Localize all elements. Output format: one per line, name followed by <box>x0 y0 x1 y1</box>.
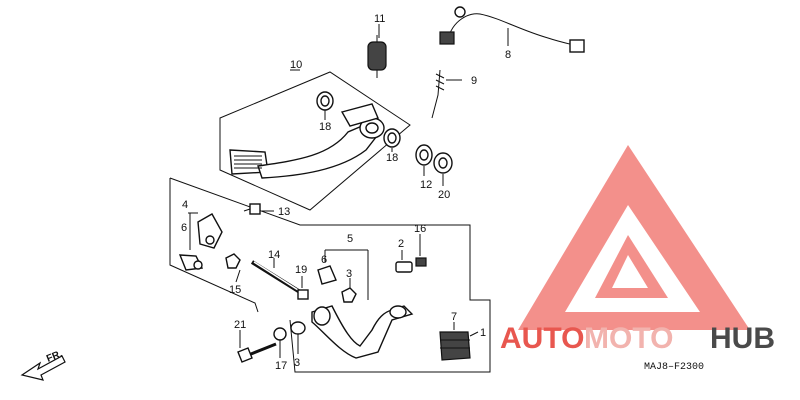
return-spring-part-9 <box>431 69 445 119</box>
callout-5: 5 <box>347 233 353 245</box>
pin-part-2 <box>395 261 413 273</box>
callout-1: 1 <box>480 327 486 339</box>
brake-arm-part-1 <box>311 305 414 359</box>
rod-part-14 <box>250 260 302 294</box>
watermark-triangle-notch <box>612 255 648 288</box>
nut-part-19 <box>297 289 309 300</box>
nut-part-15 <box>225 253 241 269</box>
watermark-hub: HUB <box>710 322 775 355</box>
callout-6a: 6 <box>181 222 187 234</box>
diagram-code: MAJ8–F2300 <box>644 362 704 373</box>
callout-4: 4 <box>182 199 188 211</box>
spring-part-11 <box>367 35 387 78</box>
watermark-auto: AUTO <box>500 322 584 355</box>
callout-20: 20 <box>438 189 450 201</box>
callout-2: 2 <box>398 238 404 250</box>
callout-10: 10 <box>290 59 302 71</box>
bracket-part-4 <box>197 213 223 249</box>
callout-6b: 6 <box>321 254 327 266</box>
callout-16: 16 <box>414 223 426 235</box>
stop-switch-part-8 <box>439 6 585 53</box>
callout-7: 7 <box>451 311 457 323</box>
bolt-part-13 <box>243 203 261 215</box>
callout-9: 9 <box>471 75 477 87</box>
callout-18a: 18 <box>319 121 331 133</box>
front-direction-indicator: FR. <box>20 348 66 381</box>
callout-12: 12 <box>420 179 432 191</box>
joint-part-5 <box>317 265 337 285</box>
washer-part-12 <box>415 144 433 166</box>
clip-part-16 <box>415 257 427 267</box>
callout-8: 8 <box>505 49 511 61</box>
watermark-logo <box>518 145 750 330</box>
brake-pedal-part <box>229 103 385 179</box>
washer-part-20 <box>433 152 453 174</box>
bolt-part-21 <box>237 342 277 363</box>
collar-part-18a <box>316 91 334 111</box>
lower-assembly-outline <box>169 177 491 373</box>
callout-13: 13 <box>278 206 290 218</box>
callout-14: 14 <box>268 249 280 261</box>
nut-part-3a <box>341 287 357 303</box>
front-arrow-icon <box>20 355 66 381</box>
rod-end-part-6 <box>178 254 204 271</box>
collar-part-18b <box>383 128 401 148</box>
callout-labels: 11 8 9 10 18 18 12 20 4 6 13 15 14 19 5 … <box>181 13 511 372</box>
callout-21: 21 <box>234 319 246 331</box>
upper-assembly-outline <box>219 71 411 211</box>
callout-3b: 3 <box>294 357 300 369</box>
spring-part-7 <box>439 331 471 361</box>
callout-17: 17 <box>275 360 287 372</box>
pedal-tread-pattern <box>234 155 262 169</box>
washer-part-17 <box>273 327 287 341</box>
watermark-moto: MOTO <box>584 322 673 355</box>
callout-15: 15 <box>229 284 241 296</box>
watermark-text: AUTO MOTO HUB <box>500 322 775 355</box>
callout-18b: 18 <box>386 152 398 164</box>
callout-11: 11 <box>374 13 385 25</box>
leader-lines <box>188 24 509 358</box>
callout-3a: 3 <box>346 268 352 280</box>
callout-19: 19 <box>295 264 307 276</box>
nut-part-3b <box>290 321 306 335</box>
